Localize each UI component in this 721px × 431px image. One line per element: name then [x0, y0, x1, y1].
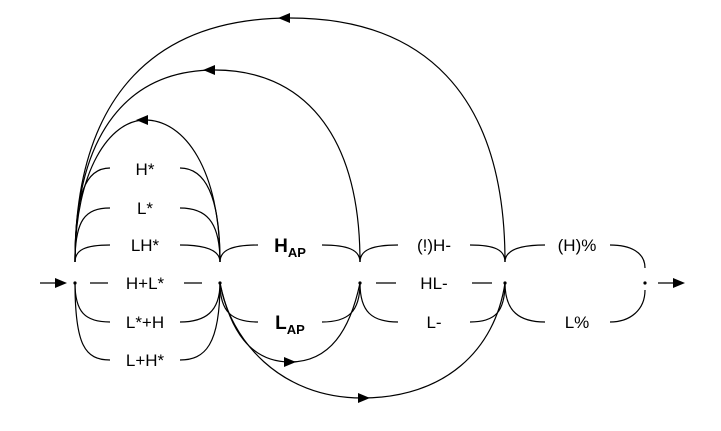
- phrase-accent-label: (!)H-: [417, 236, 451, 255]
- accent-pair-label-high: HAP: [274, 236, 306, 260]
- pitch-accent-label: L*: [137, 199, 153, 218]
- pitch-accent-label: L+H*: [126, 351, 165, 370]
- boundary-tone-label: L%: [565, 313, 590, 332]
- arc-skip-to-boundary: [74, 17, 506, 263]
- phrase-accent-label: L-: [426, 313, 441, 332]
- state-node-after-phrase: [503, 281, 507, 285]
- state-node-after-accent: [218, 281, 222, 285]
- accent-pair-subscript: AP: [288, 245, 306, 260]
- pitch-accent-label: H*: [136, 160, 155, 179]
- arrowhead-top-arc: [278, 13, 290, 23]
- state-node-end: [643, 281, 647, 285]
- state-node-start: [73, 281, 77, 285]
- accent-pair-label-low: LAP: [275, 313, 305, 337]
- phrase-accent-label: HL-: [420, 274, 447, 293]
- accent-pair-main: L: [275, 313, 287, 334]
- accent-pair-subscript: AP: [287, 322, 305, 337]
- accent-pair-main: H: [274, 236, 288, 257]
- arrowhead-bottom-arc-1: [284, 357, 296, 367]
- arrowhead-bottom-arc-2: [358, 393, 370, 403]
- boundary-tone-label: (H)%: [558, 236, 597, 255]
- exit-arrowhead: [673, 278, 685, 288]
- pitch-accent-label: LH*: [131, 236, 160, 255]
- arrowhead-middle-arc: [203, 65, 215, 75]
- arrowhead-inner-arc: [136, 115, 148, 125]
- state-node-after-pair: [358, 281, 362, 285]
- arc-skip-to-phrase-accent: [74, 69, 361, 263]
- pitch-accent-label: L*+H: [126, 313, 164, 332]
- pitch-accent-label: H+L*: [126, 274, 165, 293]
- entry-arrowhead: [55, 278, 67, 288]
